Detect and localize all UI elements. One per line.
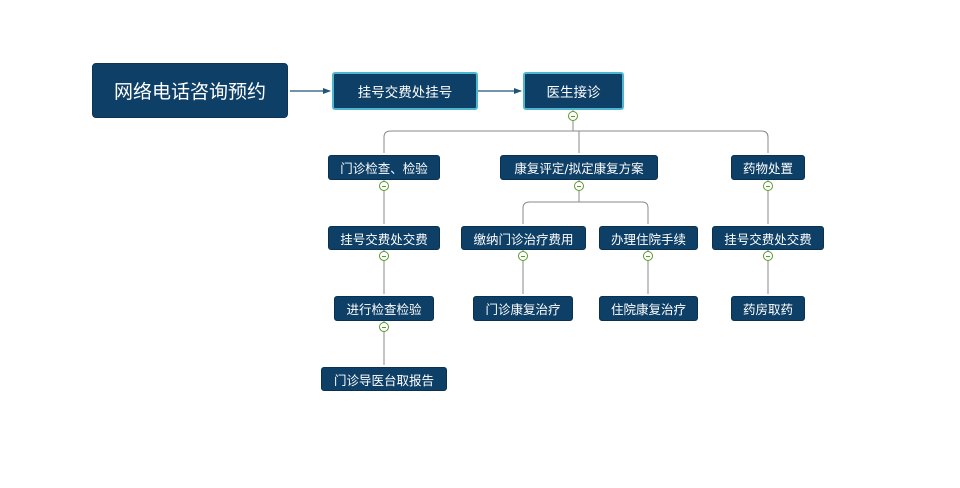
exam-branch-node[interactable]: 门诊检查、检验 (328, 155, 440, 180)
root-node[interactable]: 网络电话咨询预约 (92, 63, 288, 118)
rehab-outpatient-therapy-node[interactable]: 门诊康复治疗 (473, 296, 573, 321)
exam-perform-node[interactable]: 进行检查检验 (334, 296, 434, 321)
rehab-outpatient-fee-node[interactable]: 缴纳门诊治疗费用 (461, 226, 586, 250)
register-node[interactable]: 挂号交费处挂号 (332, 72, 478, 110)
collapse-toggle-icon[interactable] (763, 181, 773, 191)
collapse-toggle-icon[interactable] (763, 251, 773, 261)
drug-pay-node[interactable]: 挂号交费处交费 (712, 226, 824, 250)
collapse-toggle-icon[interactable] (518, 251, 528, 261)
collapse-toggle-icon[interactable] (379, 322, 389, 332)
rehab-admission-node[interactable]: 办理住院手续 (599, 226, 698, 250)
collapse-toggle-icon[interactable] (379, 181, 389, 191)
collapse-toggle-icon[interactable] (568, 111, 578, 121)
exam-pay-node[interactable]: 挂号交费处交费 (328, 226, 440, 250)
doctor-node[interactable]: 医生接诊 (523, 72, 624, 110)
rehab-branch-node[interactable]: 康复评定/拟定康复方案 (500, 155, 658, 180)
rehab-inpatient-therapy-node[interactable]: 住院康复治疗 (599, 296, 698, 321)
collapse-toggle-icon[interactable] (574, 181, 584, 191)
collapse-toggle-icon[interactable] (379, 251, 389, 261)
pharmacy-node[interactable]: 药房取药 (731, 296, 805, 321)
drug-branch-node[interactable]: 药物处置 (731, 155, 805, 180)
exam-report-node[interactable]: 门诊导医台取报告 (321, 367, 447, 391)
connector-branch-rehab (522, 180, 649, 294)
collapse-toggle-icon[interactable] (643, 251, 653, 261)
